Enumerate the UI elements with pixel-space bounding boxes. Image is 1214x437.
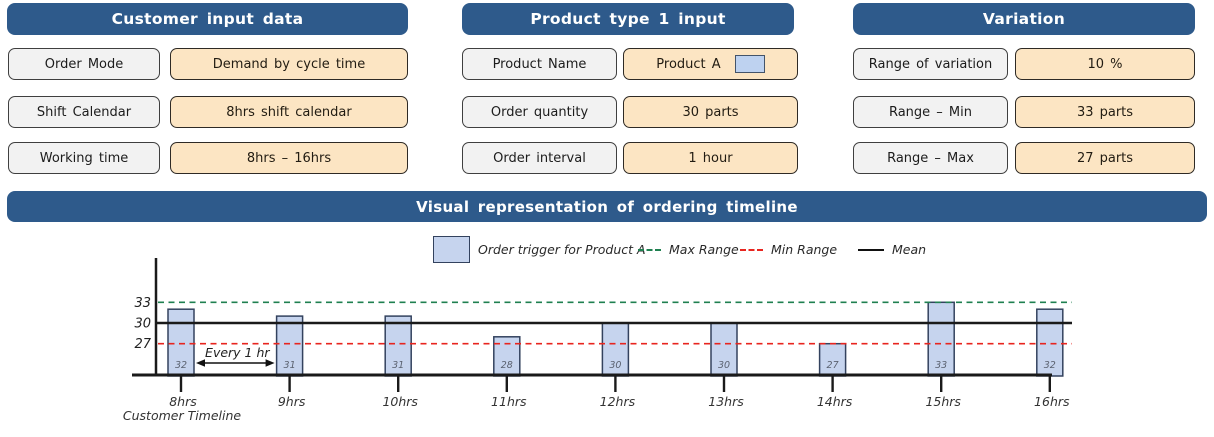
- product-a-color-swatch: [734, 55, 765, 73]
- svg-text:32: 32: [175, 360, 187, 371]
- field-label-order-quantity: Order quantity: [462, 96, 617, 128]
- svg-text:16hrs: 16hrs: [1034, 394, 1070, 409]
- legend-label-mean: Mean: [892, 242, 927, 257]
- svg-text:33: 33: [134, 296, 151, 311]
- panel-header-variation: Variation: [853, 3, 1195, 35]
- svg-text:28: 28: [501, 360, 513, 371]
- ordering-timeline-chart: 32 31 31 28 30 30 27 33 32 33 30 27 8hrs 9hrs 10hrs 11h…: [123, 258, 1072, 423]
- order-trigger-swatch: [433, 236, 470, 263]
- legend-label-min-range: Min Range: [771, 242, 838, 257]
- svg-text:10hrs: 10hrs: [382, 394, 418, 409]
- field-label-product-name: Product Name: [462, 48, 617, 80]
- legend-label-max-range: Max Range: [669, 242, 739, 257]
- field-value-range-of-variation[interactable]: 10 %: [1015, 48, 1195, 80]
- svg-text:12hrs: 12hrs: [600, 394, 636, 409]
- svg-text:11hrs: 11hrs: [491, 394, 527, 409]
- field-value-shift-calendar[interactable]: 8hrs shift calendar: [170, 96, 408, 128]
- field-label-range-min: Range – Min: [853, 96, 1008, 128]
- field-value-working-time[interactable]: 8hrs – 16hrs: [170, 142, 408, 174]
- field-value-order-quantity[interactable]: 30 parts: [623, 96, 798, 128]
- mean-line-icon: [858, 248, 884, 251]
- field-label-range-of-variation: Range of variation: [853, 48, 1008, 80]
- field-label-working-time: Working time: [8, 142, 160, 174]
- svg-text:13hrs: 13hrs: [708, 394, 744, 409]
- svg-text:27: 27: [827, 360, 839, 371]
- legend-item-min-range: Min Range: [740, 236, 837, 263]
- section-banner-timeline: Visual representation of ordering timeli…: [7, 191, 1207, 222]
- svg-text:9hrs: 9hrs: [278, 394, 306, 409]
- field-value-product-name[interactable]: Product A: [623, 48, 798, 80]
- field-value-range-max[interactable]: 27 parts: [1015, 142, 1195, 174]
- svg-text:30: 30: [718, 360, 730, 371]
- svg-text:32: 32: [1044, 360, 1056, 371]
- field-label-shift-calendar: Shift Calendar: [8, 96, 160, 128]
- legend-item-order-trigger: Order trigger for Product A: [433, 236, 646, 263]
- svg-text:Every 1 hr: Every 1 hr: [205, 345, 270, 360]
- legend-item-max-range: Max Range: [638, 236, 739, 263]
- legend-label-order-trigger: Order trigger for Product A: [478, 242, 646, 257]
- min-range-dash-icon: [740, 248, 763, 251]
- svg-text:8hrs: 8hrs: [169, 394, 197, 409]
- svg-text:30: 30: [609, 360, 621, 371]
- svg-text:31: 31: [392, 360, 404, 371]
- svg-text:27: 27: [134, 337, 151, 352]
- legend-item-mean: Mean: [858, 236, 926, 263]
- field-value-order-mode[interactable]: Demand by cycle time: [170, 48, 408, 80]
- field-label-order-interval: Order interval: [462, 142, 617, 174]
- svg-text:Customer Timeline: Customer Timeline: [123, 408, 242, 423]
- svg-text:15hrs: 15hrs: [925, 394, 961, 409]
- svg-text:33: 33: [935, 360, 947, 371]
- field-value-range-min[interactable]: 33 parts: [1015, 96, 1195, 128]
- svg-text:31: 31: [284, 360, 296, 371]
- panel-header-customer-input: Customer input data: [7, 3, 408, 35]
- field-value-order-interval[interactable]: 1 hour: [623, 142, 798, 174]
- field-label-range-max: Range – Max: [853, 142, 1008, 174]
- panel-header-product-type-1: Product type 1 input: [462, 3, 794, 35]
- max-range-dash-icon: [638, 248, 661, 251]
- svg-text:30: 30: [134, 317, 151, 332]
- product-name-text: Product A: [656, 56, 721, 72]
- field-label-order-mode: Order Mode: [8, 48, 160, 80]
- svg-text:14hrs: 14hrs: [817, 394, 853, 409]
